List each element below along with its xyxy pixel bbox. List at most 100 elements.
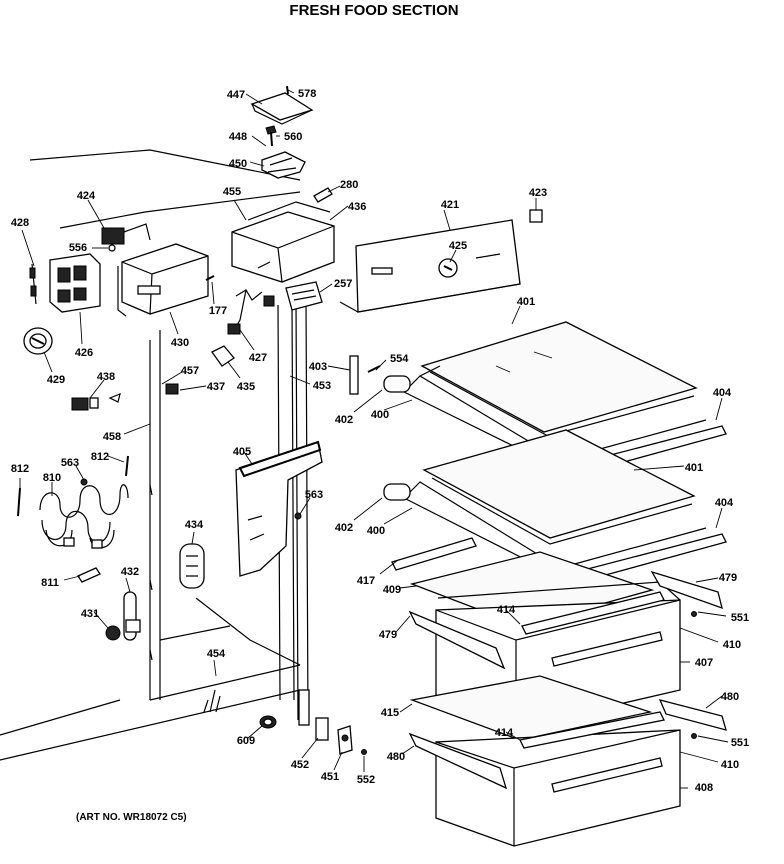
callout-447: 447 (227, 89, 245, 101)
rail-417 (391, 537, 477, 571)
screw-551-lower (691, 733, 697, 739)
callout-401-upper: 401 (517, 296, 535, 308)
heater-coil-810 (39, 484, 129, 549)
callout-812-left: 812 (11, 463, 29, 475)
part-435 (211, 345, 235, 367)
callout-402-upper: 402 (335, 414, 353, 426)
callout-551-lower: 551 (731, 737, 749, 749)
callout-408: 408 (695, 782, 713, 794)
callout-423: 423 (529, 187, 547, 199)
bracket-428 (29, 263, 37, 305)
callout-432: 432 (121, 566, 139, 578)
screw-177 (205, 275, 215, 281)
callout-563-right: 563 (305, 489, 323, 501)
part-280 (313, 187, 333, 203)
callout-400-lower: 400 (367, 525, 385, 537)
callout-448: 448 (229, 131, 247, 143)
callout-414-lower: 414 (495, 727, 514, 739)
bracket-452 (315, 717, 329, 741)
callout-560: 560 (284, 131, 302, 143)
drain-tube-432 (123, 591, 137, 641)
callout-414-upper: 414 (497, 604, 516, 616)
callout-453: 453 (313, 380, 331, 392)
callout-480-right: 480 (721, 691, 739, 703)
callout-177: 177 (209, 305, 227, 317)
control-box-430 (117, 243, 209, 317)
cabinet-liner (0, 149, 301, 761)
callout-480-left: 480 (387, 751, 405, 763)
clip-438 (71, 393, 121, 411)
callout-404-upper: 404 (713, 387, 732, 399)
callout-810: 810 (43, 472, 61, 484)
callout-438: 438 (97, 371, 115, 383)
callout-455: 455 (223, 186, 241, 198)
callout-labels: 447 578 448 560 450 280 424 455 436 421 … (11, 88, 749, 794)
callout-556: 556 (69, 242, 87, 254)
wire-812 (17, 487, 21, 517)
part-811 (77, 567, 101, 583)
callout-609: 609 (237, 735, 255, 747)
part-423 (529, 209, 543, 223)
shelf-bracket-402-lower (383, 483, 411, 501)
callout-479-right: 479 (719, 572, 737, 584)
diagram-title: FRESH FOOD SECTION (289, 2, 458, 19)
hinge-451 (337, 725, 353, 755)
drawer-slide-480-right (658, 699, 727, 731)
callout-405: 405 (233, 446, 251, 458)
trim-414-upper (521, 591, 665, 635)
callout-450: 450 (229, 158, 247, 170)
callout-457: 457 (181, 365, 199, 377)
air-duct-405 (235, 440, 323, 577)
callout-400-upper: 400 (371, 409, 389, 421)
callout-578: 578 (298, 88, 316, 100)
drawer-slide-480-left (408, 732, 508, 790)
callout-452: 452 (291, 759, 309, 771)
crisper-cover-415 (409, 675, 653, 741)
trim-414-lower (519, 711, 665, 749)
callout-401-lower: 401 (685, 462, 703, 474)
callout-280: 280 (340, 179, 358, 191)
callout-435: 435 (237, 381, 255, 393)
clip-437 (165, 383, 179, 395)
callout-436: 436 (348, 201, 366, 213)
callout-257: 257 (334, 278, 352, 290)
drain-trough-434 (179, 543, 205, 589)
leader-lines (19, 89, 729, 789)
art-number: (ART NO. WR18072 C5) (76, 812, 187, 823)
screw-552 (361, 749, 367, 755)
wire-812-b (125, 455, 129, 477)
callout-425: 425 (449, 240, 467, 252)
thermostat-257 (263, 281, 323, 311)
callout-407: 407 (695, 657, 713, 669)
drawer-slide-479-right (650, 570, 723, 610)
screw-563 (80, 478, 88, 486)
callout-427: 427 (249, 352, 267, 364)
callout-437: 437 (207, 381, 225, 393)
callout-403: 403 (309, 361, 327, 373)
callout-421: 421 (441, 199, 459, 211)
callout-417: 417 (357, 575, 375, 587)
callout-434: 434 (185, 519, 204, 531)
shelf-support-403 (349, 355, 381, 395)
connector-424 (101, 223, 151, 252)
light-socket-429 (23, 327, 53, 355)
callout-458: 458 (103, 431, 121, 443)
callout-812-right: 812 (91, 451, 109, 463)
callout-431: 431 (81, 608, 99, 620)
drawer-slide-479-left (408, 610, 506, 670)
rear-panel-421 (339, 219, 521, 313)
control-housing-450 (261, 151, 306, 179)
screw-551-upper (691, 611, 697, 617)
callout-811: 811 (41, 577, 59, 589)
callout-424: 424 (77, 190, 96, 202)
callout-409: 409 (383, 584, 401, 596)
screw-560 (265, 125, 277, 147)
callout-415: 415 (381, 707, 399, 719)
callout-554: 554 (390, 353, 409, 365)
knob-425 (438, 258, 458, 278)
callout-551-upper: 551 (731, 612, 749, 624)
air-duct-housing-436 (231, 201, 335, 283)
callout-479-left: 479 (379, 629, 397, 641)
light-housing-426 (49, 253, 101, 313)
control-knob-cover-447 (250, 92, 314, 125)
